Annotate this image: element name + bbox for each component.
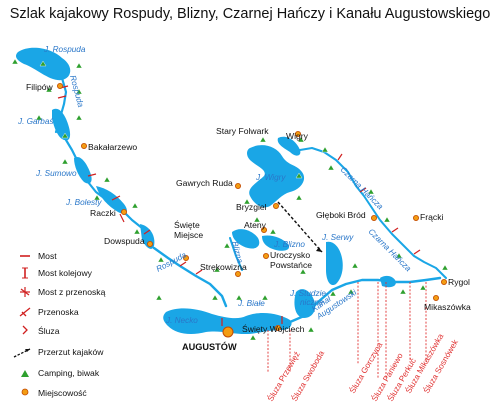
town-strekowizna: Strękowizna [200, 262, 247, 272]
town-swiety-wojciech: Święty Wojciech [242, 323, 305, 334]
label-j-serwy: J. Serwy [321, 233, 354, 242]
legend-label-3: Przenoska [38, 307, 79, 317]
label-j-rospuda: J. Rospuda [43, 45, 86, 54]
wigry-water [229, 136, 447, 324]
town-wigry: Wigry [286, 131, 309, 141]
town-augustow: AUGUSTÓW [182, 341, 237, 352]
legend-label-5: Przerzut kajaków [38, 347, 104, 357]
legend-label-7: Miejscowość [38, 388, 87, 398]
town-mikaszowka: Mikaszówka [424, 302, 471, 312]
town-icon [21, 388, 29, 396]
town-labels: Filipów Bakałarzewo Raczki Dowspuda Świę… [26, 82, 471, 352]
town-dowspuda: Dowspuda [104, 236, 145, 246]
railway-bridge-icon [22, 267, 28, 279]
town-raczki: Raczki [90, 208, 116, 218]
portage-icon [19, 307, 31, 317]
rospuda-water [16, 47, 292, 334]
legend-label-6: Camping, biwak [38, 368, 100, 378]
label-j-biale: J. Białe [237, 299, 265, 308]
town-stary-folwark: Stary Folwark [216, 126, 269, 136]
town-filipow: Filipów [26, 82, 54, 92]
town-bakalarzewo: Bakałarzewo [88, 142, 137, 152]
town-rygol: Rygol [448, 277, 470, 287]
bridge-portage-icon [20, 287, 30, 297]
town-glebokie-brod: Głęboki Bród [316, 210, 366, 220]
kayak-transfer-icon [13, 348, 31, 358]
label-kanal: KanałAugustowski [309, 280, 358, 321]
town-markers [57, 83, 447, 331]
kayak-transfer-route [277, 201, 323, 253]
camping-markers [11, 58, 449, 341]
label-czarna-hancza-1: Czarna Hańcza [339, 165, 386, 212]
label-j-garbas: J. Garbaś [17, 117, 54, 126]
label-j-blizno: J. Blizno [273, 240, 305, 249]
label-czarna-hancza-2: Czarna Hańcza [367, 227, 414, 274]
label-j-wigry: J. Wigry [255, 173, 286, 182]
legend-label-1: Most kolejowy [38, 268, 93, 278]
lock-icon [22, 325, 28, 335]
legend-label-0: Most [38, 251, 57, 261]
legend-label-4: Śluza [38, 325, 60, 336]
sluice-labels: Śluza Przewięź Śluza Swoboda Śluza Gorcz… [264, 331, 460, 403]
town-gawrych-ruda: Gawrych Ruda [176, 178, 233, 188]
sluice-leaders [267, 282, 427, 378]
camping-icon [21, 370, 29, 377]
label-j-bolesty: J. Bolesty [65, 198, 102, 207]
town-fracki: Frącki [420, 212, 443, 222]
map-title: Szlak kajakowy Rospudy, Blizny, Czarnej … [10, 6, 491, 22]
augustow-marker [222, 326, 234, 338]
label-j-studzieniczne: J. Studzie-niczne [289, 289, 329, 307]
label-rospuda-top: Rospuda [68, 74, 85, 108]
legend-label-2: Most z przenoską [38, 287, 106, 297]
label-j-sumowo: J. Sumowo [35, 169, 77, 178]
label-j-necko: J. Necko [165, 316, 198, 325]
legend: Most Most kolejowy Most z przenoską Prze… [13, 251, 106, 398]
town-bryzgiel: Bryzgiel [236, 202, 267, 212]
town-ateny: Ateny [244, 220, 267, 230]
